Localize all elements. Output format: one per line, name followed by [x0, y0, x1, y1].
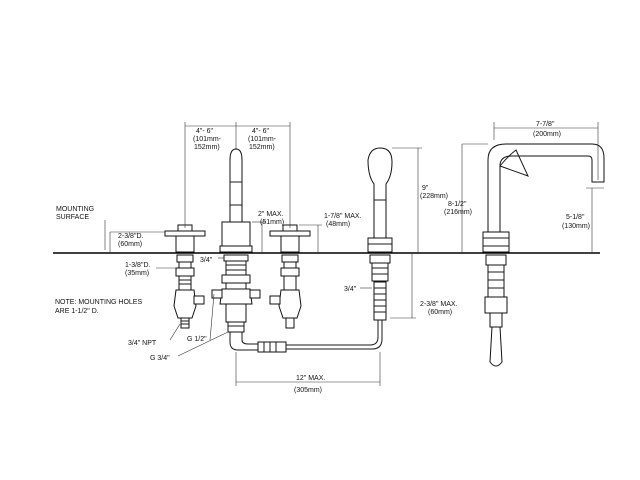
label-escutcheon-dia-1: 1-3/8"D. — [125, 262, 150, 269]
label-handspray-height-2: (228mm) — [420, 193, 448, 200]
right-handle-valve — [269, 224, 311, 329]
label-spread-right-2: (101mm- — [248, 136, 277, 143]
dimension-labels: MOUNTING SURFACE NOTE: MOUNTING HOLES AR… — [55, 121, 590, 394]
label-max-deck-1: 2" MAX. — [258, 211, 283, 218]
label-spread-left-3: 152mm) — [194, 144, 220, 151]
label-handle-dia-1: 2-3/8"D. — [118, 233, 143, 240]
label-mounting-surface-1: MOUNTING — [56, 206, 94, 213]
label-spread-right-1: 4"- 6" — [252, 128, 270, 135]
label-escutcheon-dia-2: (35mm) — [125, 270, 149, 277]
handspray — [367, 147, 393, 321]
label-below-deck-1: 2-3/8" MAX. — [420, 301, 458, 308]
left-handle-valve — [164, 224, 206, 329]
flex-hose — [257, 320, 383, 353]
spout-side-view — [482, 143, 605, 367]
dimension-lines — [104, 122, 604, 386]
label-spread-right-3: 152mm) — [249, 144, 275, 151]
label-reach-1: 7-7/8" — [536, 121, 555, 128]
label-handle-dia-2: (60mm) — [118, 241, 142, 248]
label-spread-left-1: 4"- 6" — [196, 128, 214, 135]
label-spout-clear-2: (130mm) — [562, 223, 590, 230]
label-spout-clear-1: 5-1/8" — [566, 214, 585, 221]
label-note-2: ARE 1-1/2" D. — [55, 308, 99, 315]
label-handspray-height-1: 9" — [422, 185, 429, 192]
label-g-three-quarter: G 3/4" — [150, 355, 170, 362]
label-max-deck-2: (51mm) — [260, 219, 284, 226]
label-mounting-surface-2: SURFACE — [56, 214, 89, 221]
label-handle-height-2: (48mm) — [326, 221, 350, 228]
label-handle-height-1: 1-7/8" MAX. — [324, 213, 362, 220]
label-npt: 3/4" NPT — [128, 340, 157, 347]
label-g-half: G 1/2" — [187, 336, 207, 343]
label-hose-length-1: 12" MAX. — [296, 375, 325, 382]
label-reach-2: (200mm) — [533, 131, 561, 138]
label-hose-length-2: (305mm) — [294, 387, 322, 394]
tub-spout — [211, 148, 261, 351]
label-spout-height-1: 8-1/2" — [448, 201, 467, 208]
label-below-deck-2: (60mm) — [428, 309, 452, 316]
label-three-quarter-spout: 3/4" — [200, 257, 213, 264]
label-note-1: NOTE: MOUNTING HOLES — [55, 299, 142, 306]
label-spout-height-2: (216mm) — [444, 209, 472, 216]
label-three-quarter-spray: 3/4" — [344, 286, 357, 293]
label-spread-left-2: (101mm- — [193, 136, 222, 143]
